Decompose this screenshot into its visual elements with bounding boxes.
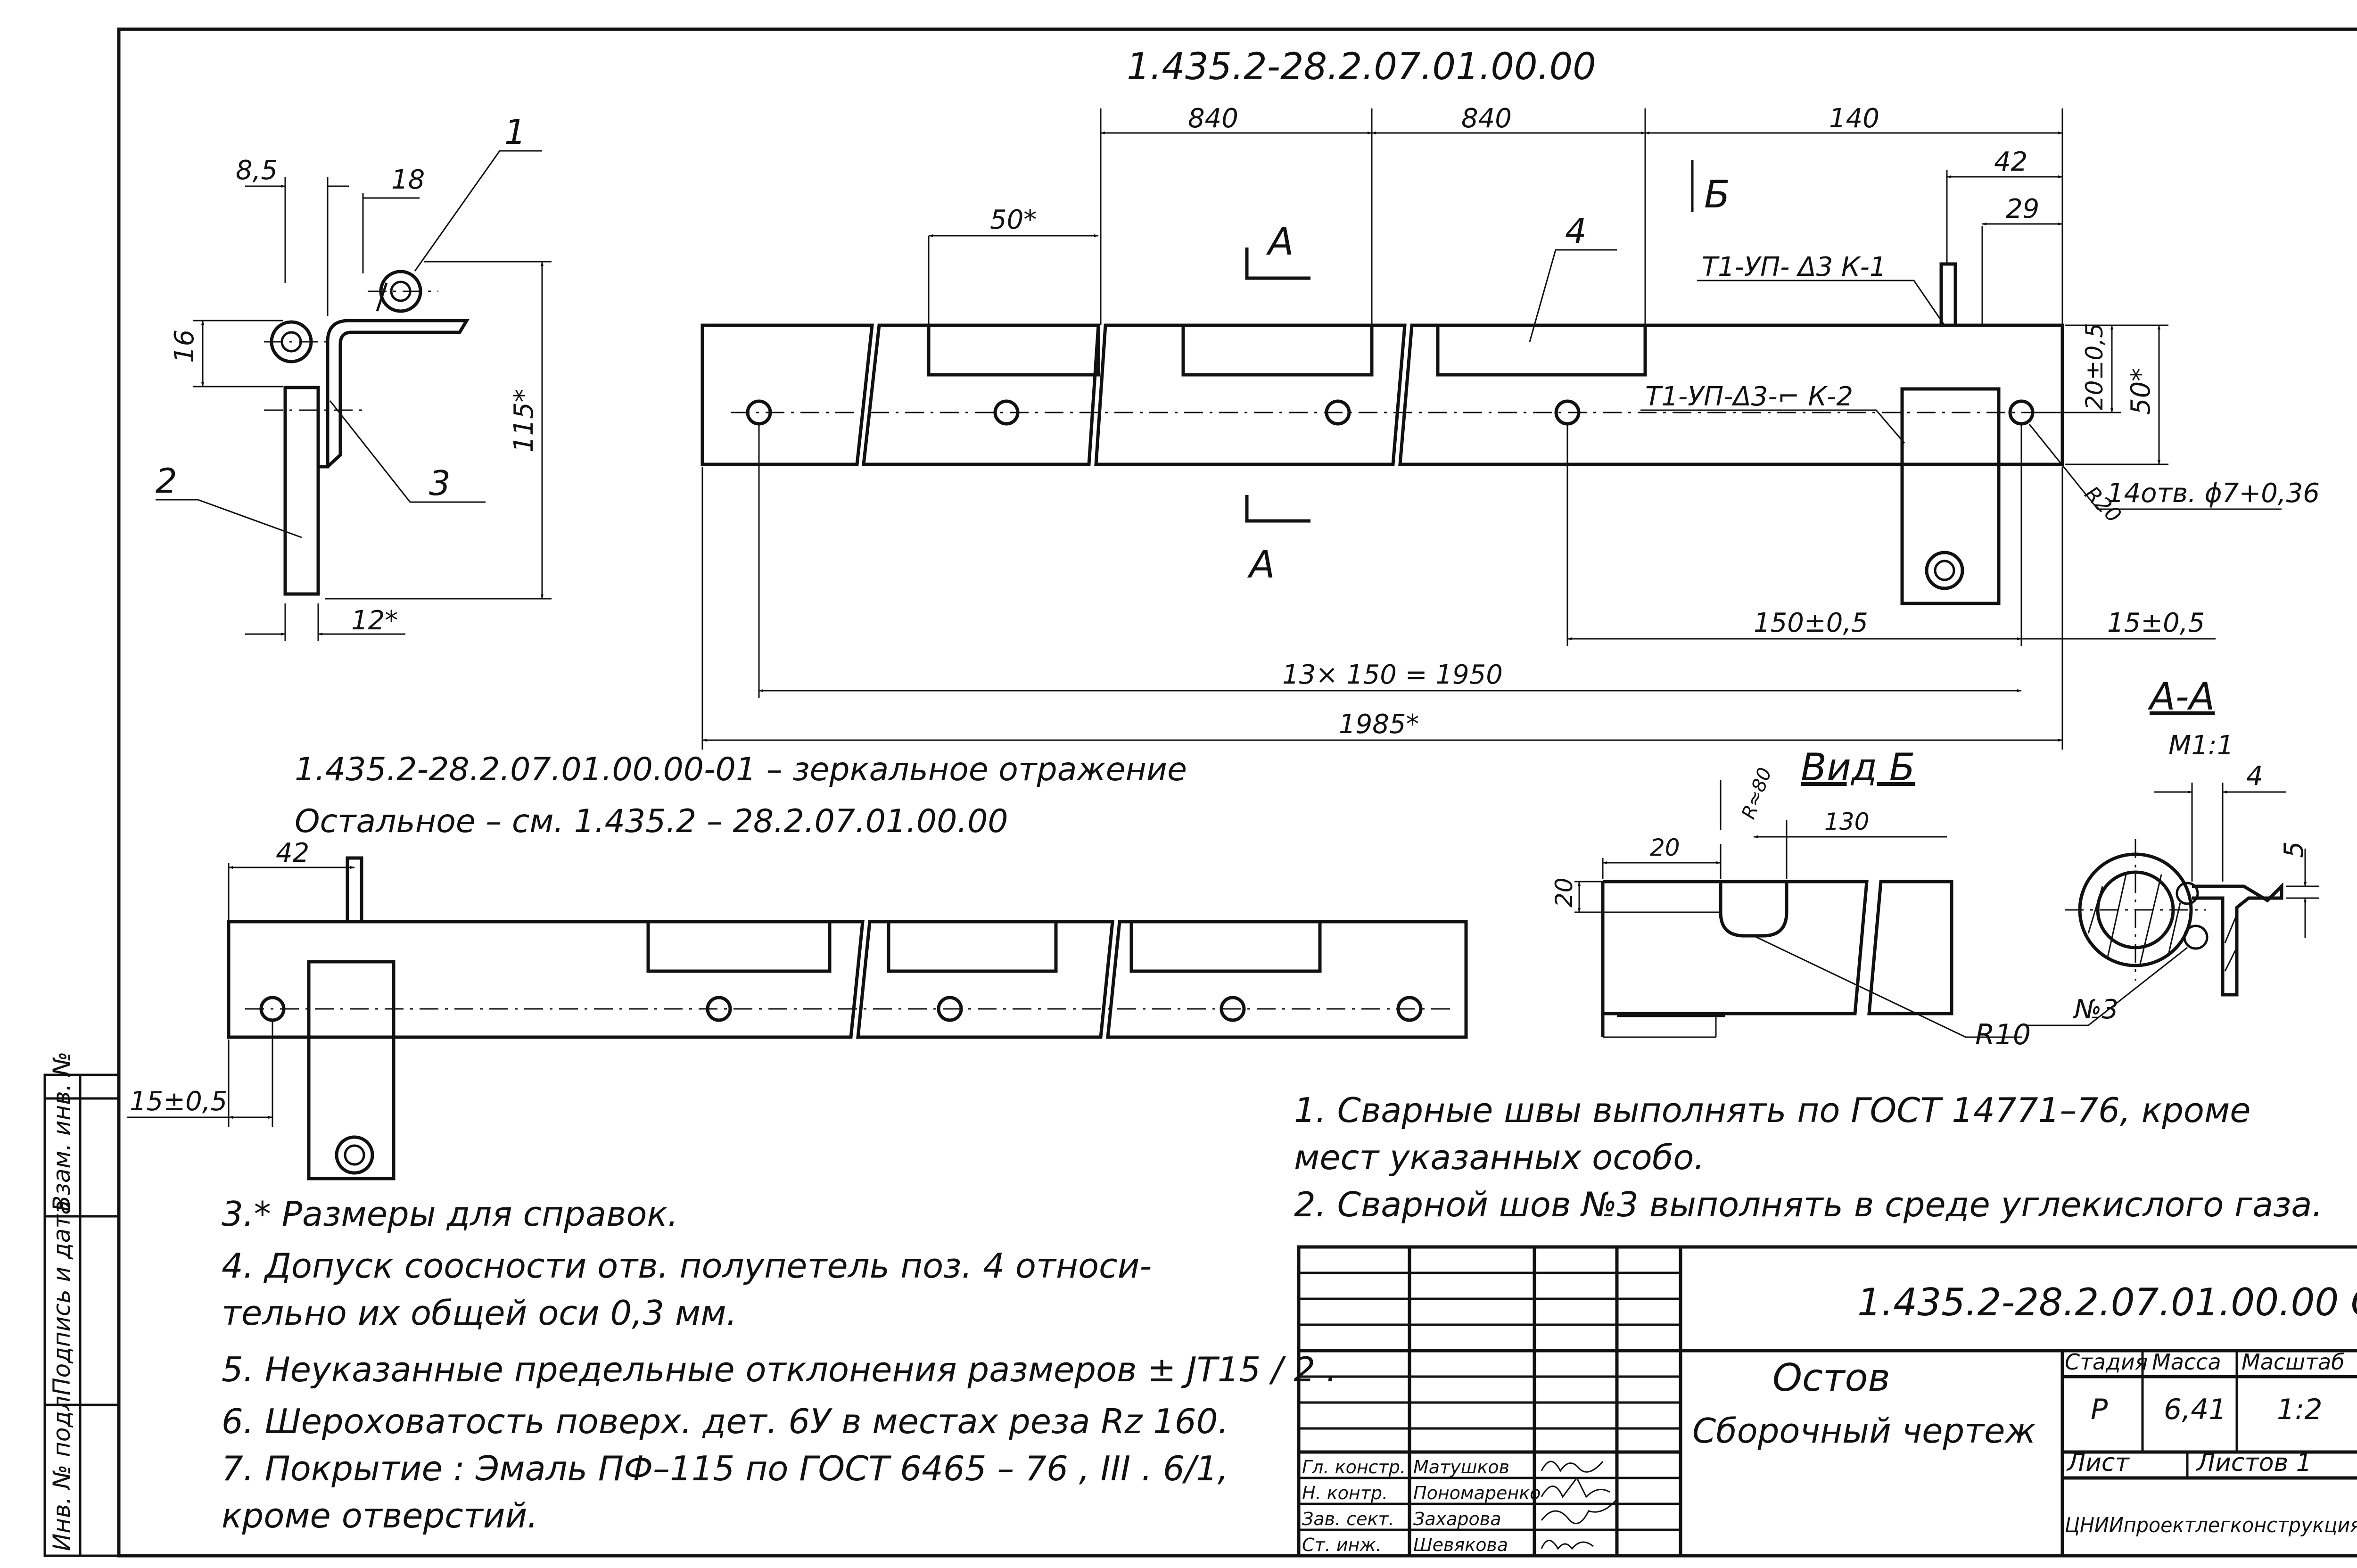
view-b: Вид Б 20 20 130 R≈80 R10: [1550, 745, 2031, 1051]
sheet-label: Лист: [2066, 1449, 2130, 1477]
name-line2: Сборочный чертеж: [1692, 1411, 2036, 1451]
callout-2: 2: [156, 461, 177, 501]
signature-3: [1541, 1499, 1618, 1525]
notes-right: 1. Сварные швы выполнять по ГОСТ 14771–7…: [1294, 1090, 2323, 1224]
document-code: 1.435.2-28.2.07.01.00.00 СБ: [1857, 1280, 2357, 1324]
callout-3: 3: [429, 463, 451, 503]
dim-140: 140: [1829, 103, 1879, 134]
mirror-designation: 1.435.2-28.2.07.01.00.00-01 – зеркальное…: [295, 751, 1187, 788]
role-3: Зав. сект.: [1302, 1509, 1394, 1529]
scale-header: Масштаб: [2242, 1349, 2345, 1375]
side-stamp-inv: Инв. № подл.: [48, 1388, 75, 1551]
dim-12: 12*: [351, 605, 398, 636]
weld-n3: №3: [2073, 994, 2118, 1025]
dim-4: 4: [2246, 761, 2263, 792]
dim-15-right: 15±0,5: [2107, 608, 2205, 638]
note-7: 7. Покрытие : Эмаль ПФ–115 по ГОСТ 6465 …: [222, 1449, 1228, 1488]
signature-4: [1541, 1540, 1594, 1550]
dim-16: 16: [169, 330, 200, 363]
note-5: 5. Неуказанные предельные отклонения раз…: [222, 1350, 1337, 1389]
dim-42: 42: [1994, 147, 2027, 177]
organization: ЦНИИпроектлегконструкция: [2065, 1513, 2357, 1537]
mass-value: 6,41: [2164, 1393, 2227, 1426]
side-view: 8,5 18 16 115* 12* 1 2 3: [156, 112, 552, 641]
notes-left: 3.* Размеры для справок. 4. Допуск соосн…: [222, 1194, 1337, 1535]
dim-r80: R≈80: [1738, 765, 1776, 822]
sheet-frame: [117, 27, 2357, 1558]
side-stamp-replace: Взам. инв. №: [48, 1052, 75, 1212]
section-label: А-А: [2147, 675, 2215, 718]
side-stamp: Инв. № подл. Подпись и дата Взам. инв. №: [43, 1052, 120, 1557]
top-designation: 1.435.2-28.2.07.01.00.00: [1127, 46, 1596, 88]
callout-1: 1: [504, 112, 526, 152]
dim-50-top: 50*: [990, 205, 1037, 235]
role-4: Ст. инж.: [1302, 1535, 1382, 1555]
weld-k1: Т1-УП- Δ3 К-1: [1702, 252, 1887, 282]
dim-20-vb-h: 20: [1650, 834, 1680, 861]
weld-k2: Т1-УП-Δ3-⌐ К-2: [1645, 381, 1853, 412]
side-stamp-sign: Подпись и дата: [48, 1200, 75, 1395]
dim-18: 18: [391, 165, 425, 195]
note-4: 4. Допуск соосности отв. полупетель поз.…: [222, 1246, 1152, 1286]
callout-holes: 14отв. ϕ7+0,36: [2107, 478, 2320, 509]
dim-115: 115*: [509, 389, 539, 453]
sheets-label: Листов 1: [2196, 1449, 2312, 1477]
section-a-a: А-А М1:1 4 5 №3: [2027, 675, 2319, 1026]
stage-header: Стадия: [2065, 1349, 2148, 1375]
dim-8-5: 8,5: [236, 155, 278, 186]
dim-20-tol: 20±0,5: [2081, 323, 2108, 410]
mass-header: Масса: [2152, 1349, 2221, 1375]
dim-29: 29: [2006, 194, 2039, 224]
section-scale: М1:1: [2168, 730, 2233, 761]
note-4b: тельно их общей оси 0,3 мм.: [222, 1293, 737, 1333]
stage-value: Р: [2091, 1393, 2108, 1426]
title-block: 1.435.2-28.2.07.01.00.00 СБ Остов Сбороч…: [1297, 1245, 2357, 1558]
note-6: 6. Шероховатость поверх. дет. 6У в места…: [222, 1402, 1228, 1441]
section-arrow-top: А: [1266, 220, 1294, 264]
callout-4: 4: [1565, 211, 1587, 251]
dim-1985: 1985*: [1339, 709, 1419, 740]
dim-r10: R10: [1975, 1018, 2031, 1051]
dim-42-lower: 42: [276, 838, 309, 868]
surname-2: Пономаренко: [1413, 1483, 1541, 1503]
dim-20-vb-v: 20: [1550, 877, 1578, 908]
dim-130: 130: [1824, 808, 1869, 835]
note-1: 1. Сварные швы выполнять по ГОСТ 14771–7…: [1294, 1090, 2251, 1130]
dim-150: 150±0,5: [1754, 608, 1868, 638]
role-2: Н. контр.: [1302, 1483, 1388, 1503]
note-3: 3.* Размеры для справок.: [222, 1194, 678, 1234]
section-arrow-bottom: А: [1247, 543, 1275, 586]
scale-value: 1:2: [2277, 1393, 2323, 1426]
signature-1: [1541, 1461, 1604, 1473]
role-1: Гл. констр.: [1302, 1457, 1406, 1477]
surname-4: Шевякова: [1413, 1535, 1508, 1555]
mirrored-view: 42 15±0,5: [127, 838, 1468, 1180]
view-b-arrow: Б: [1704, 173, 1730, 216]
dim-13x150: 13× 150 = 1950: [1282, 660, 1503, 690]
note-7b: кроме отверстий.: [222, 1496, 538, 1535]
surname-1: Матушков: [1413, 1457, 1509, 1477]
note-2: 2. Сварной шов №3 выполнять в среде угле…: [1294, 1185, 2323, 1224]
dim-15-left: 15±0,5: [130, 1086, 227, 1117]
view-b-label: Вид Б: [1801, 745, 1915, 789]
dim-840-a: 840: [1188, 103, 1238, 134]
note-1b: мест указанных особо.: [1294, 1138, 1705, 1177]
signature-2: [1541, 1477, 1610, 1498]
main-view: 840 840 140 42 29 50* 20±0,5 50* R20 14о…: [701, 103, 2320, 750]
rest-reference: Остальное – см. 1.435.2 – 28.2.07.01.00.…: [295, 803, 1008, 840]
surname-3: Захарова: [1413, 1509, 1501, 1529]
dim-50-side: 50*: [2126, 368, 2156, 415]
dim-840-b: 840: [1461, 103, 1512, 134]
name-line1: Остов: [1772, 1356, 1890, 1400]
dim-5: 5: [2279, 841, 2309, 858]
